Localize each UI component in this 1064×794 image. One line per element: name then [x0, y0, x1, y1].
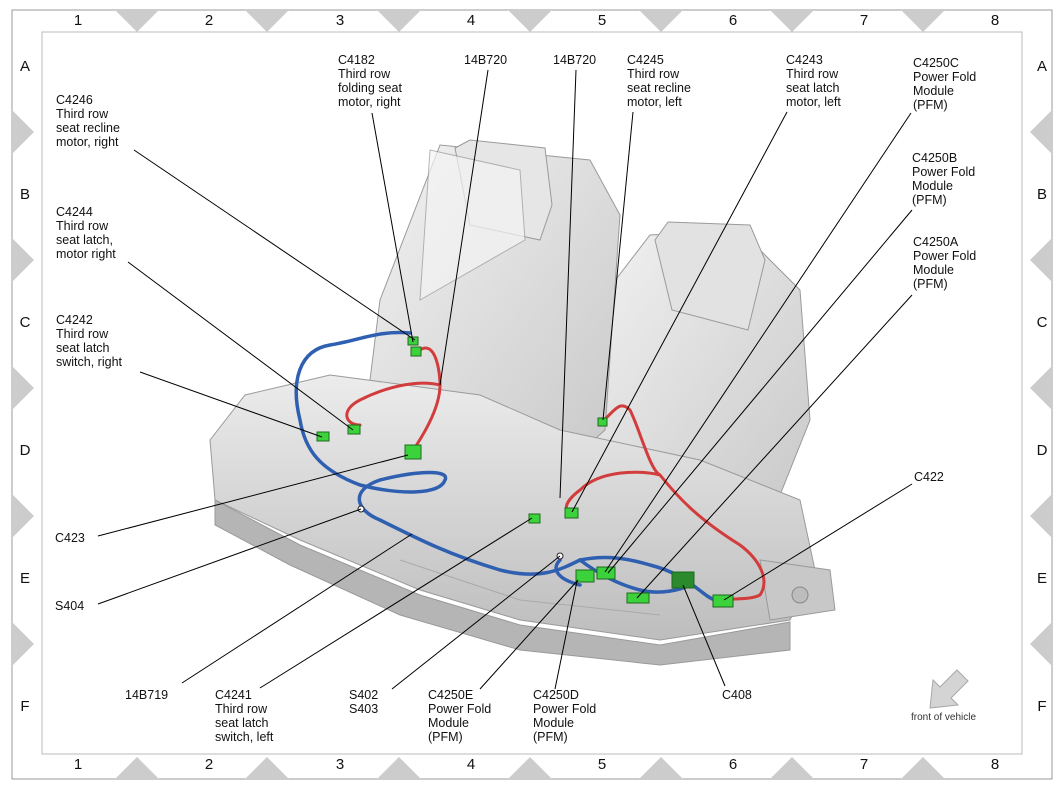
- connector-c4250e: [575, 569, 595, 583]
- callout-c4182: C4182 Third row folding seat motor, righ…: [338, 53, 402, 109]
- grid-col-7-bottom: 7: [859, 756, 869, 773]
- callout-s404: S404: [55, 599, 85, 613]
- callout-c4246: C4246 Third row seat recline motor, righ…: [56, 93, 120, 149]
- grid-col-3-top: 3: [335, 12, 345, 29]
- grid-row-b-right: B: [1036, 186, 1047, 203]
- connector-c4241: [528, 513, 541, 524]
- grid-col-5-top: 5: [597, 12, 607, 29]
- grid-col-4-top: 4: [466, 12, 476, 29]
- callout-c423: C423: [55, 531, 85, 545]
- grid-row-e-right: E: [1036, 570, 1047, 587]
- callout-c422: C422: [914, 470, 944, 484]
- connector-c423: [404, 444, 422, 460]
- grid-col-1-top: 1: [73, 12, 83, 29]
- callout-c4250c: C4250C Power Fold Module (PFM): [913, 56, 977, 112]
- grid-marks: [12, 10, 1052, 779]
- connector-c4250a: [626, 592, 650, 604]
- connector-c4245: [597, 417, 608, 427]
- front-of-vehicle-arrow-icon: [929, 669, 969, 709]
- grid-col-1-bottom: 1: [73, 756, 83, 773]
- grid-col-5-bottom: 5: [597, 756, 607, 773]
- leader-lines: [97, 69, 913, 690]
- callout-c4244: C4244 Third row seat latch, motor right: [56, 205, 116, 261]
- callout-c4241: C4241 Third row seat latch switch, left: [215, 688, 274, 744]
- front-of-vehicle-label: front of vehicle: [911, 712, 977, 723]
- grid-row-a-left: A: [19, 58, 30, 75]
- grid-row-f-left: F: [20, 698, 30, 715]
- grid-row-d-right: D: [1036, 442, 1048, 459]
- grid-row-f-right: F: [1037, 698, 1047, 715]
- callout-c4250e: C4250E Power Fold Module (PFM): [428, 688, 492, 744]
- grid-col-7-top: 7: [859, 12, 869, 29]
- callout-c4250b: C4250B Power Fold Module (PFM): [912, 151, 976, 207]
- grid-row-d-left: D: [19, 442, 31, 459]
- grid-col-2-bottom: 2: [204, 756, 214, 773]
- connector-c4250c: [596, 566, 616, 580]
- inner-border: [41, 31, 1023, 755]
- connector-c4242: [316, 431, 330, 442]
- grid-row-c-left: C: [19, 314, 31, 331]
- callout-c4250a: C4250A Power Fold Module (PFM): [913, 235, 977, 291]
- callout-14b720-left: 14B720: [464, 53, 508, 67]
- grid-row-c-right: C: [1036, 314, 1048, 331]
- seat-cushion: [209, 374, 836, 666]
- grid-col-2-top: 2: [204, 12, 214, 29]
- grid-row-b-left: B: [19, 186, 30, 203]
- grid-col-3-bottom: 3: [335, 756, 345, 773]
- callout-c4245: C4245 Third row seat recline motor, left: [627, 53, 691, 109]
- callout-s402-s403: S402 S403: [349, 688, 379, 716]
- grid-row-a-right: A: [1036, 58, 1047, 75]
- callout-14b719: 14B719: [125, 688, 169, 702]
- grid-col-6-bottom: 6: [728, 756, 738, 773]
- grid-col-4-bottom: 4: [466, 756, 476, 773]
- grid-col-8-top: 8: [990, 12, 1000, 29]
- callout-c408: C408: [722, 688, 752, 702]
- callout-c4250d: C4250D Power Fold Module (PFM): [533, 688, 597, 744]
- grid-row-e-left: E: [19, 570, 30, 587]
- callout-c4243: C4243 Third row seat latch motor, left: [786, 53, 841, 109]
- callout-c4242: C4242 Third row seat latch switch, right: [56, 313, 122, 369]
- connector-c4244: [347, 424, 361, 435]
- grid-col-8-bottom: 8: [990, 756, 1000, 773]
- grid-col-6-top: 6: [728, 12, 738, 29]
- connector-c4243: [564, 507, 579, 519]
- callout-14b720-right: 14B720: [553, 53, 597, 67]
- connector-c4182b: [410, 346, 422, 357]
- connector-c408: [671, 571, 695, 589]
- red-harness: [345, 346, 766, 602]
